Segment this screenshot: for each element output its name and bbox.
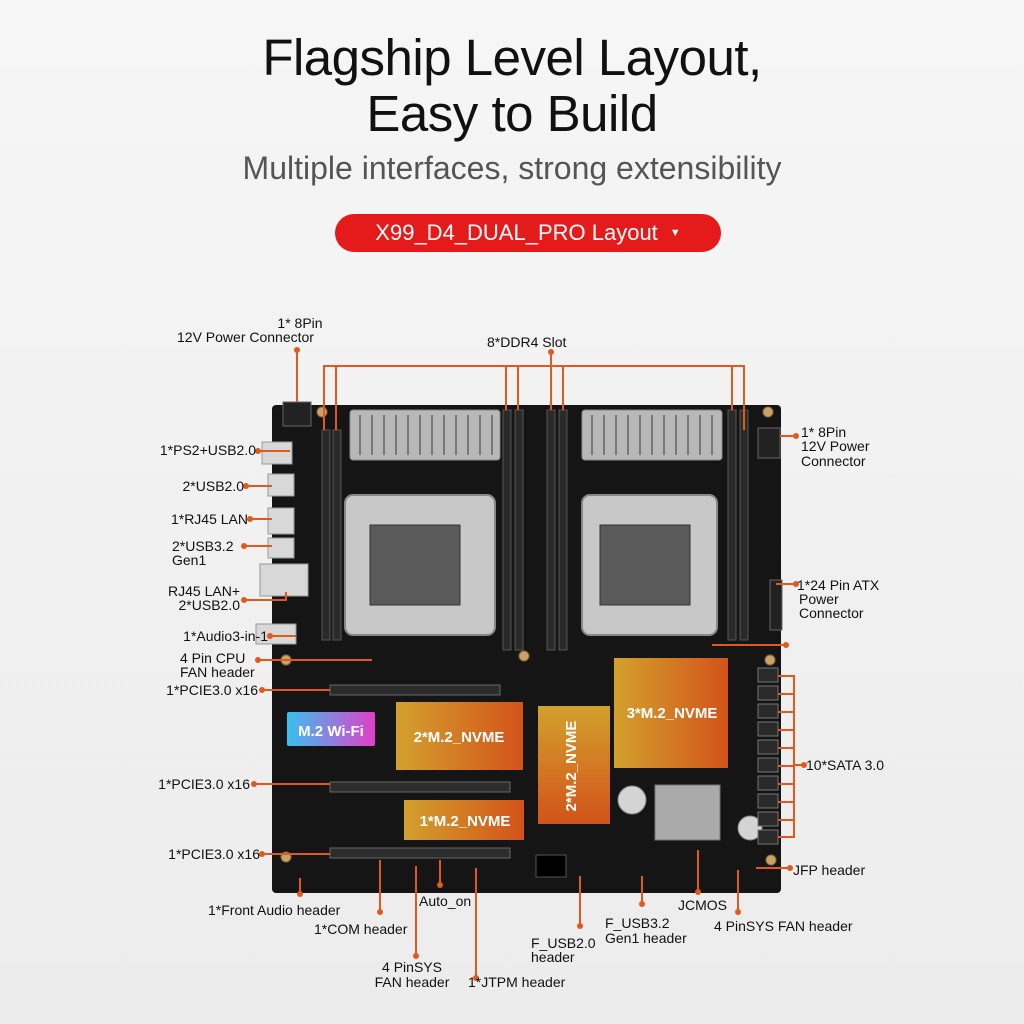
auto-on-label: Auto_on — [419, 893, 472, 909]
page-subtitle: Multiple interfaces, strong extensibilit… — [242, 150, 782, 186]
atx-label-3: Connector — [799, 605, 864, 621]
ps2-usb-label: 1*PS2+USB2.0 — [159, 442, 256, 458]
vrm-heatsink-left — [349, 409, 501, 461]
m2-nvme-3-label: 3*M.2_NVME — [627, 705, 718, 722]
f-usb3-label-2: Gen1 header — [605, 930, 687, 946]
cpu-fan-label-2: FAN header — [180, 664, 255, 680]
sata-label: 10*SATA 3.0 — [806, 757, 885, 773]
page-title-line1: Flagship Level Layout, — [262, 29, 762, 86]
front-audio-label: 1*Front Audio header — [208, 902, 341, 918]
page-title-line2: Easy to Build — [366, 85, 658, 142]
jfp-label: JFP header — [793, 862, 866, 878]
sys-fan-right-label: 4 PinSYS FAN header — [714, 918, 853, 934]
cpu-socket-left — [344, 494, 496, 636]
m2-nvme-3-box — [614, 658, 728, 768]
sata-ports — [757, 667, 779, 845]
pcie-slot-1-label: 1*PCIE3.0 x16 — [166, 682, 258, 698]
rj45-label: 1*RJ45 LAN — [170, 511, 248, 527]
f-usb3-label-1: F_USB3.2 — [605, 915, 670, 931]
sys-fan-left-label-1: 4 PinSYS — [382, 959, 442, 975]
layout-dropdown-label: X99_D4_DUAL_PRO Layout — [375, 220, 658, 245]
layout-dropdown-button[interactable]: X99_D4_DUAL_PRO Layout ▼ — [335, 214, 721, 252]
atx-label-2: Power — [799, 591, 839, 607]
jtpm-label: 1*JTPM header — [468, 974, 566, 990]
atx-connector — [769, 579, 783, 631]
cpu-fan-label-1: 4 Pin CPU — [180, 650, 246, 666]
rj45-usb-label-2: 2*USB2.0 — [178, 597, 240, 613]
pcie-slots — [329, 684, 511, 859]
rj45-usb-label-1: RJ45 LAN+ — [168, 583, 240, 599]
usb32-label-1: 2*USB3.2 — [172, 538, 234, 554]
pcie-slot-3-label: 1*PCIE3.0 x16 — [168, 846, 260, 862]
cpu-power-right-label-3: Connector — [801, 453, 866, 469]
m2-wifi-box — [287, 712, 375, 746]
pcie-slot-2-label: 1*PCIE3.0 x16 — [158, 776, 250, 792]
cpu-power-left-label-2: 12V Power Connector — [177, 329, 314, 345]
cpu-socket-right — [581, 494, 718, 636]
usb32-label-2: Gen1 — [172, 552, 207, 568]
cpu-power-left-label-1: 1* 8Pin — [277, 315, 323, 331]
cpu-power-right-label-2: 12V Power — [801, 438, 870, 454]
f-usb2-label-2: header — [531, 949, 575, 965]
m2-nvme-1-box — [404, 800, 524, 840]
usb2-label: 2*USB2.0 — [182, 478, 244, 494]
ddr4-slots — [321, 409, 749, 651]
ddr4-slot-label: 8*DDR4 Slot — [487, 334, 567, 350]
m2-nvme-2-box — [396, 702, 523, 770]
m2-wifi-label: M.2 Wi-Fi — [298, 723, 364, 740]
chevron-down-icon: ▼ — [669, 227, 681, 239]
f-usb2-label-1: F_USB2.0 — [531, 935, 596, 951]
cpu-power-left — [282, 401, 312, 427]
callout-lines — [244, 350, 804, 978]
atx-label-1: 1*24 Pin ATX — [797, 577, 880, 593]
m2-nvme-2-label: 2*M.2_NVME — [414, 729, 505, 746]
m2-nvme-2v-label: 2*M.2_NVME — [563, 721, 580, 812]
rear-io-ports — [255, 441, 309, 645]
chipset-heatsink — [654, 784, 721, 841]
buzzer — [737, 815, 763, 841]
cmos-battery — [617, 785, 647, 815]
audio-label: 1*Audio3-in-1 — [183, 628, 268, 644]
sys-fan-left-label-2: FAN header — [374, 974, 450, 990]
m2-nvme-2v-box — [538, 706, 610, 824]
cpu-power-right-label-1: 1* 8Pin — [801, 424, 847, 440]
com-label: 1*COM header — [314, 921, 408, 937]
debug-led-display — [535, 854, 567, 878]
jcmos-label: JCMOS — [678, 897, 727, 913]
cpu-power-right — [757, 427, 781, 459]
m2-nvme-1-label: 1*M.2_NVME — [420, 813, 511, 830]
